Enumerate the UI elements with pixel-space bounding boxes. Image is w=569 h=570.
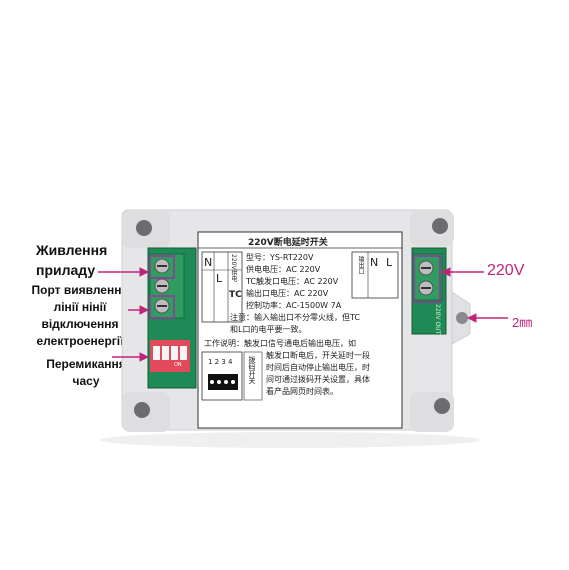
sticker-desc-line5: 看产品网页时间表。 <box>266 387 338 396</box>
sticker-desc-line3: 时间后自动停止输出电压，时 <box>266 363 370 372</box>
power-supply-label: Живлення приладу <box>36 242 108 278</box>
right-terminal-label: 输出口 <box>357 256 364 274</box>
sticker-note-line1: 注意：输入输出口不分零火线，但TC <box>230 313 361 322</box>
left-terminal-label: 220V供电 <box>230 254 237 282</box>
sticker-desc-line1: 工作说明：触发口信号通电后输出电压，如 <box>204 339 356 348</box>
sticker-note-line2: 和L口的电平要一致。 <box>230 325 307 334</box>
right-terminal-n: N <box>370 256 379 269</box>
sticker-model: 型号：YS-RT220V <box>246 253 314 262</box>
callout-arrows <box>98 267 508 362</box>
wire-2mm-label: 2㎜ <box>512 315 533 330</box>
sticker-desc-line2: 触发口断电后，开关延时一段 <box>266 351 370 360</box>
dip-switch-label: 拨码开关 <box>248 356 256 384</box>
left-terminal-n: N <box>204 256 213 269</box>
right-terminal-l: L <box>386 256 393 269</box>
sticker-supply-voltage: 供电电压：AC 220V <box>246 265 321 274</box>
sticker-output-voltage: 输出口电压：AC 220V <box>246 289 329 298</box>
left-pcb-area <box>147 247 197 389</box>
voltage-220v-label: 220V <box>487 262 525 279</box>
sticker-control-power: 控制功率：AC-1500W 7A <box>246 301 342 310</box>
timer-switch-label: Перемикання часу <box>46 357 126 388</box>
dip-on-text: ON <box>174 362 182 368</box>
sticker-title: 220V断电延时开关 <box>248 238 328 248</box>
sticker-desc-line4: 间可通过拨码开关设置，具体 <box>266 375 370 384</box>
left-terminal-l: L <box>216 272 223 285</box>
dip-numbers: 1 2 3 4 <box>208 358 233 366</box>
outage-detection-port-label: Порт виявлення лінії нінії відключення е… <box>31 283 129 348</box>
sticker-tc-voltage: TC触发口电压：AC 220V <box>246 277 339 286</box>
green-board-text: 220V OUT <box>434 304 441 335</box>
left-terminal-tc: TC <box>229 290 242 300</box>
right-pcb-area <box>411 247 447 335</box>
